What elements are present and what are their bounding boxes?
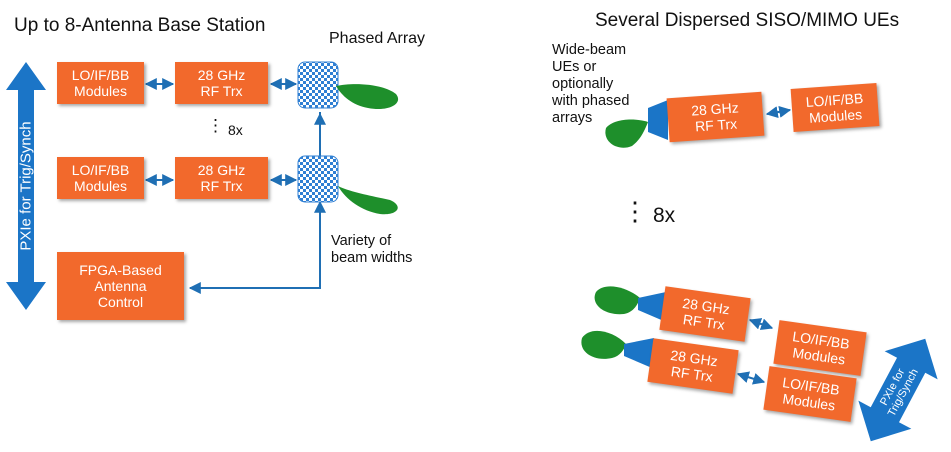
ue-pxie-double-arrow bbox=[858, 338, 938, 442]
beam-top bbox=[336, 84, 399, 110]
ue-rf-trx-group-b-label: 28 GHz RF Trx bbox=[669, 346, 719, 385]
beam-bottom bbox=[338, 186, 398, 215]
fpga-antenna-control: FPGA-Based Antenna Control bbox=[57, 252, 184, 320]
ue-lo-module-group-a-label: LO/IF/BB Modules bbox=[791, 328, 851, 368]
ue-lo-module-group-b-label: LO/IF/BB Modules bbox=[781, 374, 841, 414]
ue-connector-top bbox=[765, 105, 792, 119]
ue-lo-module-top-label: LO/IF/BB Modules bbox=[805, 89, 864, 126]
lo-if-bb-module-top-label: LO/IF/BB Modules bbox=[71, 67, 130, 99]
base-station-title: Up to 8-Antenna Base Station bbox=[14, 15, 266, 36]
rf-trx-top: 28 GHz RF Trx bbox=[175, 62, 268, 104]
rf-trx-bottom-label: 28 GHz RF Trx bbox=[197, 162, 246, 194]
lo-if-bb-module-top: LO/IF/BB Modules bbox=[57, 62, 144, 104]
ue-beam-top bbox=[605, 119, 648, 148]
phased-array-top bbox=[297, 61, 339, 109]
rf-trx-top-label: 28 GHz RF Trx bbox=[197, 67, 246, 99]
base-station-repeat-count: 8x bbox=[228, 122, 243, 138]
lo-if-bb-module-bottom-label: LO/IF/BB Modules bbox=[71, 162, 130, 194]
fpga-antenna-control-label: FPGA-Based Antenna Control bbox=[79, 262, 162, 310]
pxie-label: PXIe for Trig/Synch bbox=[17, 121, 35, 251]
ue-lo-module-top: LO/IF/BB Modules bbox=[790, 83, 880, 132]
ue-antenna-group-a bbox=[638, 292, 666, 322]
ue-connector-group-a bbox=[748, 318, 774, 330]
pxie-double-arrow bbox=[6, 62, 46, 310]
beam-widths-label: Variety of beam widths bbox=[331, 233, 413, 266]
ue-rf-trx-group-a-label: 28 GHz RF Trx bbox=[681, 294, 731, 333]
ues-title: Several Dispersed SISO/MIMO UEs bbox=[595, 10, 900, 31]
ue-repeat-count: 8x bbox=[653, 204, 676, 227]
wide-beam-ues-label: Wide-beam UEs or optionally with phased … bbox=[552, 42, 630, 126]
ue-beam-group-a bbox=[594, 286, 640, 315]
ue-rf-trx-top-label: 28 GHz RF Trx bbox=[690, 99, 740, 135]
ue-antenna-top bbox=[648, 100, 668, 140]
phased-array-label: Phased Array bbox=[329, 30, 426, 47]
lo-if-bb-module-bottom: LO/IF/BB Modules bbox=[57, 157, 144, 199]
ue-beam-group-b bbox=[581, 330, 626, 359]
ue-connector-group-b bbox=[736, 371, 766, 385]
rf-trx-bottom: 28 GHz RF Trx bbox=[175, 157, 268, 199]
phased-array-bottom bbox=[297, 155, 339, 203]
ue-antenna-group-b bbox=[624, 338, 654, 368]
ue-rf-trx-top: 28 GHz RF Trx bbox=[666, 91, 765, 143]
ue-ellipsis: ⋮ bbox=[622, 196, 648, 226]
base-station-ellipsis: ⋮ bbox=[207, 116, 224, 135]
